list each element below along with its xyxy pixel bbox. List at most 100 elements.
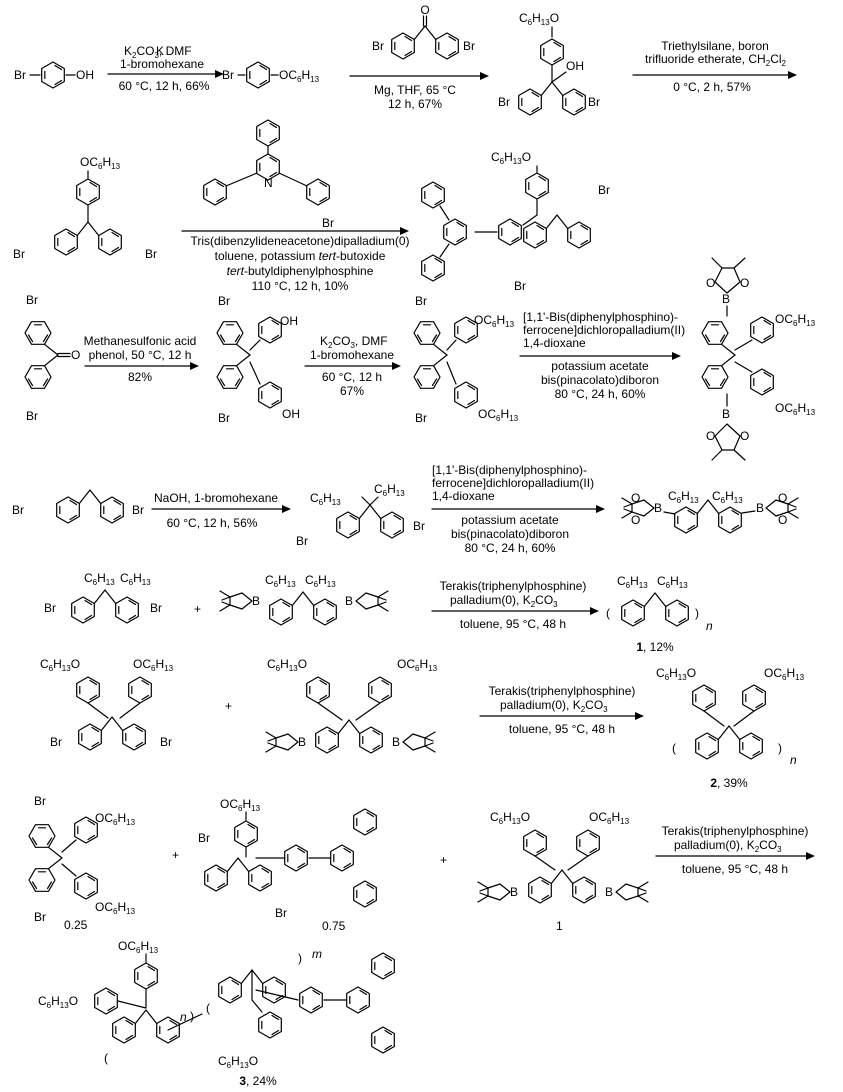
compound-dibromofluorene: Br Br [12, 490, 144, 523]
svg-text:n: n [790, 753, 797, 767]
svg-text:OC6H13: OC6H13 [80, 155, 121, 171]
svg-text:(: ( [606, 606, 610, 620]
step-12: Terakis(triphenylphosphine) palladium(0)… [655, 824, 815, 876]
svg-text:B: B [392, 735, 400, 749]
svg-text:OC6H13: OC6H13 [775, 401, 816, 417]
svg-text:Br: Br [296, 534, 308, 548]
svg-text:O: O [631, 491, 640, 505]
svg-text:n: n [706, 619, 713, 633]
step-6-line-1: K2CO3, DMF [320, 334, 388, 350]
step-10: Terakis(triphenylphosphine) palladium(0)… [431, 579, 599, 631]
svg-text:OH: OH [280, 314, 298, 328]
step-8-line-2: 60 °C, 12 h, 56% [167, 516, 258, 530]
plus-sign: + [194, 602, 201, 616]
product-copolymer-3: OC6H13 C6H13O ( ) n ( ) m C6H13O 3, 24% [38, 939, 395, 1088]
monomer-b: OC6H13 Br Br 0.75 [198, 797, 377, 933]
compound-dihexyl-dibromofluorene: C6H13 C6H13 Br Br [296, 482, 425, 548]
svg-text:C6H13O: C6H13O [267, 657, 307, 673]
step-9-line-2: ferrocene]dichloropalladium(II) [432, 476, 594, 490]
step-11: Terakis(triphenylphosphine) palladium(0)… [479, 684, 644, 736]
step-9-line-6: 80 °C, 24 h, 60% [465, 541, 556, 555]
step-4-line-4: 110 °C, 12 h, 10% [252, 279, 349, 293]
svg-text:OC6H13: OC6H13 [764, 666, 805, 682]
step-7: [1,1'-Bis(diphenylphosphino)- ferrocene]… [519, 310, 685, 401]
svg-text:C6H13: C6H13 [617, 574, 648, 590]
row-5: C6H13 C6H13 Br Br + C6H13 C6H13 B B Tera… [44, 571, 713, 654]
svg-text:(: ( [206, 1001, 210, 1015]
svg-text:Br: Br [44, 601, 56, 615]
compound-bisphenol-fluorene: Br Br OH OH [217, 294, 300, 425]
step-6: K2CO3, DMF 1-bromohexane 60 °C, 12 h 67% [304, 334, 401, 398]
step-12-line-2: palladium(0), K2CO3 [674, 838, 782, 854]
step-7-line-2: ferrocene]dichloropalladium(II) [523, 323, 685, 337]
compound-dibromofluorenone: O Br Br [372, 3, 475, 59]
step-10-line-1: Terakis(triphenylphosphine) [440, 579, 587, 593]
product-1-label: 1, 12% [636, 640, 674, 654]
svg-text:B: B [605, 885, 613, 899]
step-4-line-2: toluene, potassium tert-butoxide [215, 249, 386, 263]
svg-text:Br: Br [415, 411, 427, 425]
row-3: O Br Br Methanesulfonic acid phenol, 50 … [25, 257, 816, 461]
svg-text:O: O [71, 348, 80, 362]
step-3-line-1: Triethylsilane, boron [661, 39, 769, 53]
step-2: Mg, THF, 65 °C 12 h, 67% [349, 72, 489, 111]
step-3-line-3: 0 °C, 2 h, 57% [673, 80, 751, 94]
step-9-line-5: bis(pinacolato)diboron [451, 527, 569, 541]
svg-text:O: O [706, 429, 715, 443]
svg-text:N: N [264, 176, 273, 190]
svg-text:Br: Br [514, 279, 526, 293]
svg-text:O: O [740, 276, 749, 290]
row-7: Br Br OC6H13 OC6H13 0.25 + OC6H13 Br Br [29, 794, 815, 933]
step-6-line-2: 1-bromohexane [310, 348, 394, 362]
svg-text:): ) [695, 606, 699, 620]
svg-text:OC6H13: OC6H13 [133, 657, 174, 673]
svg-text:Br: Br [12, 503, 24, 517]
svg-text:C6H13O: C6H13O [491, 150, 531, 166]
svg-text:Br: Br [34, 794, 46, 808]
svg-text:Br: Br [13, 247, 25, 261]
step-4-line-3: tert-butyldiphenylphosphine [227, 264, 374, 278]
svg-text:OH: OH [282, 407, 300, 421]
compound-triazine-dibromofluorene: C6H13O Br Br [421, 150, 610, 293]
svg-text:Br: Br [275, 906, 287, 920]
svg-text:Br: Br [50, 735, 62, 749]
step-4: Tris(dibenzylideneacetone)dipalladium(0)… [181, 227, 410, 293]
step-3-line-2: trifluoride etherate, CH2Cl2 [645, 52, 787, 68]
step-4-line-1: Tris(dibenzylideneacetone)dipalladium(0) [191, 234, 410, 248]
monomer-a: Br Br OC6H13 OC6H13 0.25 [29, 794, 136, 932]
plus-sign: + [172, 848, 179, 862]
svg-text:C6H13: C6H13 [712, 489, 743, 505]
svg-text:OC6H13: OC6H13 [397, 657, 438, 673]
svg-text:C6H13O: C6H13O [218, 1054, 258, 1070]
svg-text:OC6H13: OC6H13 [95, 900, 136, 916]
svg-text:OC6H13: OC6H13 [95, 811, 136, 827]
svg-text:B: B [654, 501, 662, 515]
compound-dihexyl-dibromofluorene-2: C6H13 C6H13 Br Br [44, 571, 162, 623]
step-11-line-2: palladium(0), K2CO3 [500, 698, 608, 714]
compound-dibromofluorenone-2: O Br Br [25, 293, 80, 423]
step-11-line-1: Terakis(triphenylphosphine) [489, 684, 636, 698]
step-10-line-2: palladium(0), K2CO3 [450, 593, 558, 609]
ratio-c: 1 [556, 919, 563, 933]
row-2: OC6H13 Br Br Br N Tris(dibenzylideneacet… [13, 119, 610, 293]
step-7-line-6: 80 °C, 24 h, 60% [555, 387, 646, 401]
step-5-line-1: Methanesulfonic acid [84, 334, 197, 348]
svg-text:C6H13O: C6H13O [490, 810, 530, 826]
step-1-line-3: 60 °C, 12 h, 66% [119, 79, 210, 93]
step-7-line-4: potassium acetate [551, 359, 649, 373]
svg-text:Br: Br [218, 294, 230, 308]
svg-text:Br: Br [598, 183, 610, 197]
svg-text:B: B [756, 501, 764, 515]
svg-text:C6H13O: C6H13O [656, 666, 696, 682]
svg-text:C6H13: C6H13 [120, 571, 151, 587]
compound-hexyloxyphenyl-dibromofluorene: OC6H13 Br Br [13, 155, 157, 261]
svg-text:Br: Br [26, 293, 38, 307]
step-9: [1,1'-Bis(diphenylphosphino)- ferrocene]… [431, 463, 605, 555]
svg-text:Br: Br [372, 39, 384, 53]
svg-text:C6H13: C6H13 [305, 573, 336, 589]
svg-text:B: B [722, 407, 730, 421]
svg-text:C6H13: C6H13 [84, 571, 115, 587]
svg-text:Br: Br [463, 39, 475, 53]
svg-text:(: ( [672, 741, 676, 755]
svg-text:OC6H13: OC6H13 [474, 313, 515, 329]
